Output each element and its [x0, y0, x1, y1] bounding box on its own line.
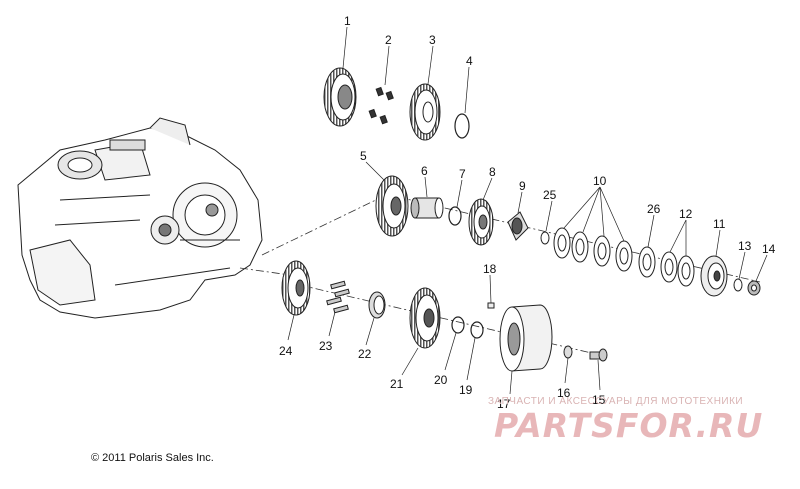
- callout-3: 3: [429, 33, 436, 47]
- callout-10: 10: [593, 174, 607, 188]
- gear-part-24: [281, 260, 311, 316]
- engine-crankcase: [17, 117, 263, 319]
- callout-25: 25: [543, 188, 557, 202]
- gear-part-21: [409, 287, 441, 349]
- callout-13: 13: [738, 239, 752, 253]
- ring-part-4: [454, 113, 470, 139]
- callout-1: 1: [344, 14, 351, 28]
- callout-2: 2: [385, 33, 392, 47]
- clutch-drum-part-17: [499, 304, 553, 372]
- plate-set-part-10: [553, 227, 633, 272]
- callout-14: 14: [762, 242, 776, 256]
- callout-24: 24: [279, 344, 293, 358]
- callout-9: 9: [519, 179, 526, 193]
- callout-17: 17: [497, 397, 511, 411]
- callout-22: 22: [358, 347, 372, 361]
- watermark-logo: PARTSFOR.RU: [494, 406, 764, 445]
- gear-part-1: [323, 67, 357, 127]
- callout-20: 20: [434, 373, 448, 387]
- shaft-part-6: [410, 197, 444, 219]
- callout-26: 26: [647, 202, 661, 216]
- washer-part-20: [451, 316, 465, 334]
- callout-7: 7: [459, 167, 466, 181]
- callout-11: 11: [713, 217, 726, 231]
- bolts-part-23: [326, 280, 350, 314]
- callout-23: 23: [319, 339, 333, 353]
- callout-21: 21: [390, 377, 404, 391]
- bearing-part-22: [368, 291, 386, 319]
- callout-8: 8: [489, 165, 496, 179]
- callout-15: 15: [592, 393, 606, 407]
- gear-part-8: [468, 198, 494, 246]
- washer-part-7: [448, 206, 462, 226]
- drum-part-11: [700, 255, 728, 297]
- washer-part-25: [540, 231, 550, 245]
- key-part-18: [487, 302, 495, 309]
- callout-4: 4: [466, 54, 473, 68]
- plate-part-26: [638, 246, 656, 278]
- leader-lines: [287, 26, 768, 395]
- bolt-part-15: [589, 348, 608, 362]
- washer-part-16: [563, 345, 573, 359]
- watermark-caption: ЗАПЧАСТИ И АКСЕССУАРЫ ДЛЯ МОТОТЕХНИКИ: [488, 396, 744, 407]
- pin-part-2: [368, 86, 394, 125]
- callout-5: 5: [360, 149, 367, 163]
- gear-part-3: [409, 83, 441, 141]
- callout-6: 6: [421, 164, 428, 178]
- gear-part-5: [375, 175, 409, 237]
- washer-part-19: [470, 321, 484, 339]
- plate-set-part-12: [660, 251, 695, 287]
- hub-part-9: [507, 211, 529, 241]
- callout-18: 18: [483, 262, 497, 276]
- nut-part-14: [747, 280, 761, 296]
- callout-16: 16: [557, 386, 571, 400]
- washer-part-13: [733, 278, 743, 292]
- callout-19: 19: [459, 383, 473, 397]
- copyright-notice: © 2011 Polaris Sales Inc.: [91, 452, 214, 464]
- callout-12: 12: [679, 207, 693, 221]
